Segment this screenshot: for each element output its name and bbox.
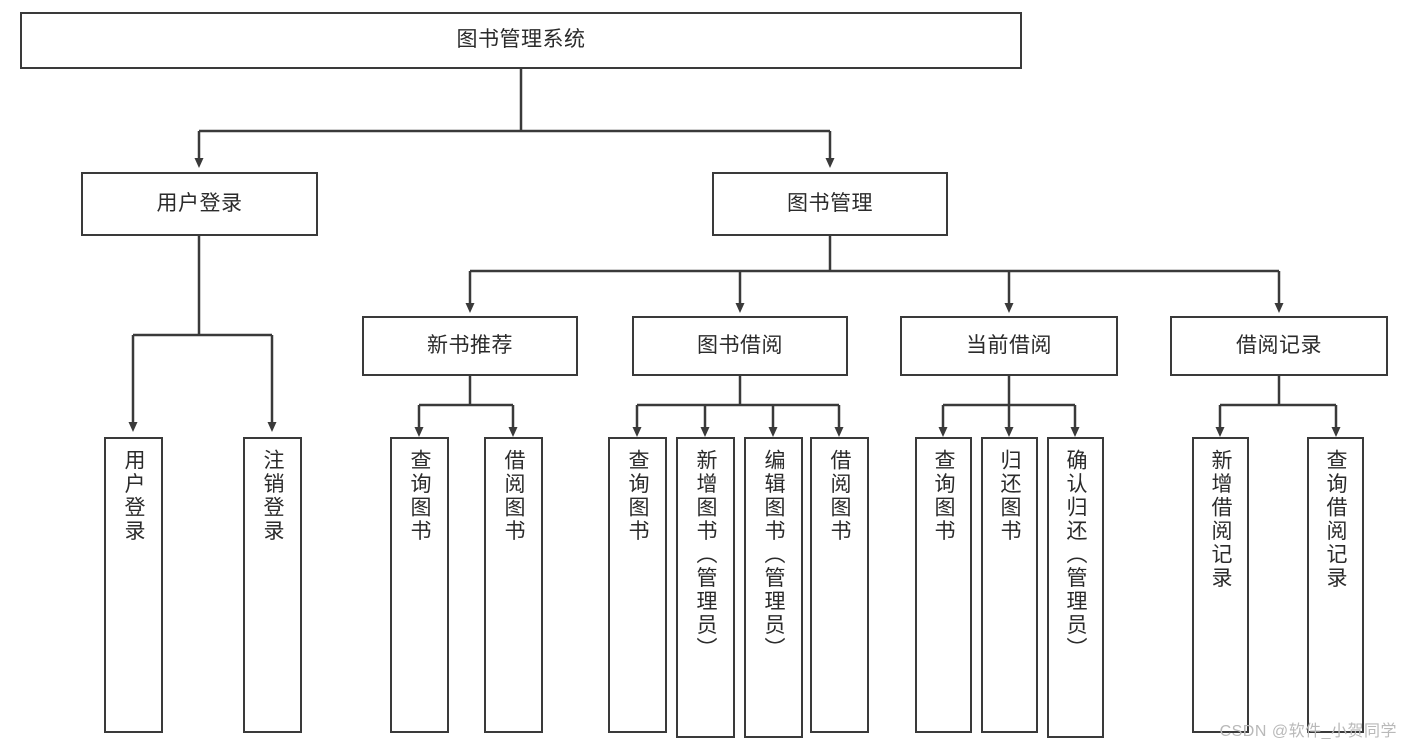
leaf-borrow-record-add-label: 新增借阅记录: [1209, 449, 1232, 590]
leaf-current-borrow-return[interactable]: 归还图书: [981, 437, 1038, 733]
leaf-book-borrow-add[interactable]: 新增图书（管理员）: [676, 437, 735, 738]
leaf-book-borrow-query[interactable]: 查询图书: [608, 437, 667, 733]
node-new-book-recommend-label: 新书推荐: [427, 333, 513, 357]
leaf-new-book-query-label: 查询图书: [408, 449, 431, 543]
node-book-borrow-label: 图书借阅: [697, 333, 783, 357]
leaf-book-borrow-query-label: 查询图书: [626, 449, 649, 543]
node-book-management[interactable]: 图书管理: [712, 172, 948, 236]
leaf-book-borrow-add-label: 新增图书（管理员）: [694, 449, 717, 661]
leaf-new-book-query[interactable]: 查询图书: [390, 437, 449, 733]
node-borrow-record-label: 借阅记录: [1236, 333, 1322, 357]
node-new-book-recommend[interactable]: 新书推荐: [362, 316, 578, 376]
leaf-book-borrow-borrow-label: 借阅图书: [828, 449, 851, 543]
leaf-new-book-borrow[interactable]: 借阅图书: [484, 437, 543, 733]
leaf-current-borrow-confirm-label: 确认归还（管理员）: [1064, 449, 1087, 661]
leaf-user-login-logout[interactable]: 注销登录: [243, 437, 302, 733]
leaf-user-login-login-label: 用户登录: [122, 449, 145, 543]
leaf-new-book-borrow-label: 借阅图书: [502, 449, 525, 543]
leaf-borrow-record-query-label: 查询借阅记录: [1324, 449, 1347, 590]
node-book-borrow[interactable]: 图书借阅: [632, 316, 848, 376]
node-root-system[interactable]: 图书管理系统: [20, 12, 1022, 69]
node-book-management-label: 图书管理: [787, 191, 873, 215]
leaf-user-login-logout-label: 注销登录: [261, 449, 284, 543]
node-current-borrow[interactable]: 当前借阅: [900, 316, 1118, 376]
leaf-current-borrow-query-label: 查询图书: [932, 449, 955, 543]
node-user-login[interactable]: 用户登录: [81, 172, 318, 236]
leaf-borrow-record-add[interactable]: 新增借阅记录: [1192, 437, 1249, 733]
node-borrow-record[interactable]: 借阅记录: [1170, 316, 1388, 376]
leaf-book-borrow-edit-label: 编辑图书（管理员）: [762, 449, 785, 661]
leaf-borrow-record-query[interactable]: 查询借阅记录: [1307, 437, 1364, 733]
leaf-current-borrow-confirm[interactable]: 确认归还（管理员）: [1047, 437, 1104, 738]
leaf-book-borrow-edit[interactable]: 编辑图书（管理员）: [744, 437, 803, 738]
csdn-watermark: CSDN @软件_小贺同学: [1219, 723, 1397, 740]
leaf-book-borrow-borrow[interactable]: 借阅图书: [810, 437, 869, 733]
leaf-current-borrow-query[interactable]: 查询图书: [915, 437, 972, 733]
node-user-login-label: 用户登录: [156, 191, 243, 215]
leaf-current-borrow-return-label: 归还图书: [998, 449, 1021, 543]
leaf-user-login-login[interactable]: 用户登录: [104, 437, 163, 733]
node-current-borrow-label: 当前借阅: [966, 333, 1052, 357]
node-root-system-label: 图书管理系统: [456, 28, 586, 52]
